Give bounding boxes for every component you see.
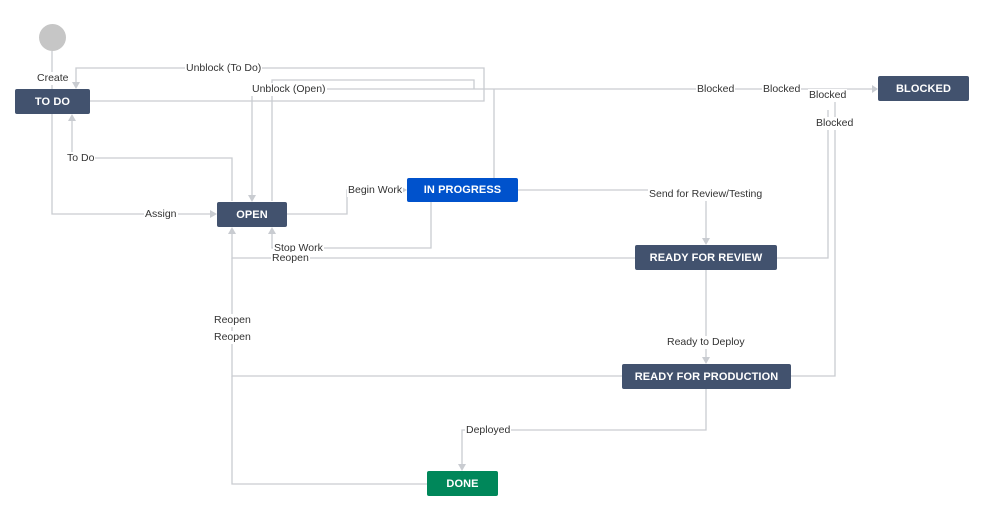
label-unblock-open[interactable]: Unblock (Open) bbox=[251, 83, 327, 96]
label-deployed[interactable]: Deployed bbox=[465, 424, 512, 437]
label-reopen-1[interactable]: Reopen bbox=[271, 252, 310, 265]
label-reopen-3[interactable]: Reopen bbox=[213, 331, 252, 344]
edge-todo-blocked bbox=[90, 88, 485, 102]
arrow-blocked bbox=[872, 85, 878, 93]
status-ready-for-production[interactable]: READY FOR PRODUCTION bbox=[622, 364, 791, 389]
status-in-progress[interactable]: IN PROGRESS bbox=[407, 178, 518, 202]
edge-unblock-open bbox=[251, 88, 874, 195]
label-send-for-review[interactable]: Send for Review/Testing bbox=[648, 188, 764, 201]
edge-reopen-done bbox=[231, 376, 427, 485]
arrow-stop-work bbox=[268, 227, 276, 234]
arrow-ready-deploy bbox=[702, 357, 710, 364]
arrow-unblock-open bbox=[248, 195, 256, 202]
start-node bbox=[39, 24, 66, 51]
edge-review-blocked bbox=[777, 110, 829, 259]
label-begin-work[interactable]: Begin Work bbox=[347, 184, 404, 197]
arrow-reopen bbox=[228, 227, 236, 234]
arrow-to-do bbox=[68, 114, 76, 121]
label-reopen-2[interactable]: Reopen bbox=[213, 314, 252, 327]
label-unblock-todo[interactable]: Unblock (To Do) bbox=[185, 62, 263, 75]
edge-open-blocked bbox=[271, 79, 475, 201]
label-ready-to-deploy[interactable]: Ready to Deploy bbox=[666, 336, 746, 349]
status-todo[interactable]: TO DO bbox=[15, 89, 90, 114]
edge-reopen-production bbox=[231, 258, 622, 377]
edge-unblock-todo bbox=[75, 67, 485, 88]
label-to-do[interactable]: To Do bbox=[66, 152, 96, 165]
status-done[interactable]: DONE bbox=[427, 471, 498, 496]
status-ready-for-review[interactable]: READY FOR REVIEW bbox=[635, 245, 777, 270]
label-blocked-2[interactable]: Blocked bbox=[762, 83, 802, 96]
edge-deployed bbox=[461, 389, 707, 464]
arrow-assign bbox=[210, 210, 217, 218]
edge-stop-work bbox=[271, 202, 432, 249]
arrow-deployed bbox=[458, 464, 466, 471]
status-open[interactable]: OPEN bbox=[217, 202, 287, 227]
status-blocked[interactable]: BLOCKED bbox=[878, 76, 969, 101]
label-stop-work[interactable]: Stop Work bbox=[273, 242, 324, 255]
label-blocked-1[interactable]: Blocked bbox=[696, 83, 736, 96]
label-blocked-4[interactable]: Blocked bbox=[815, 117, 855, 130]
edge-to-do bbox=[71, 121, 233, 201]
arrow-send-review bbox=[702, 238, 710, 245]
label-assign[interactable]: Assign bbox=[144, 208, 178, 221]
label-blocked-3[interactable]: Blocked bbox=[808, 89, 848, 102]
label-create[interactable]: Create bbox=[36, 72, 70, 85]
arrow-unblock-todo bbox=[72, 82, 80, 89]
